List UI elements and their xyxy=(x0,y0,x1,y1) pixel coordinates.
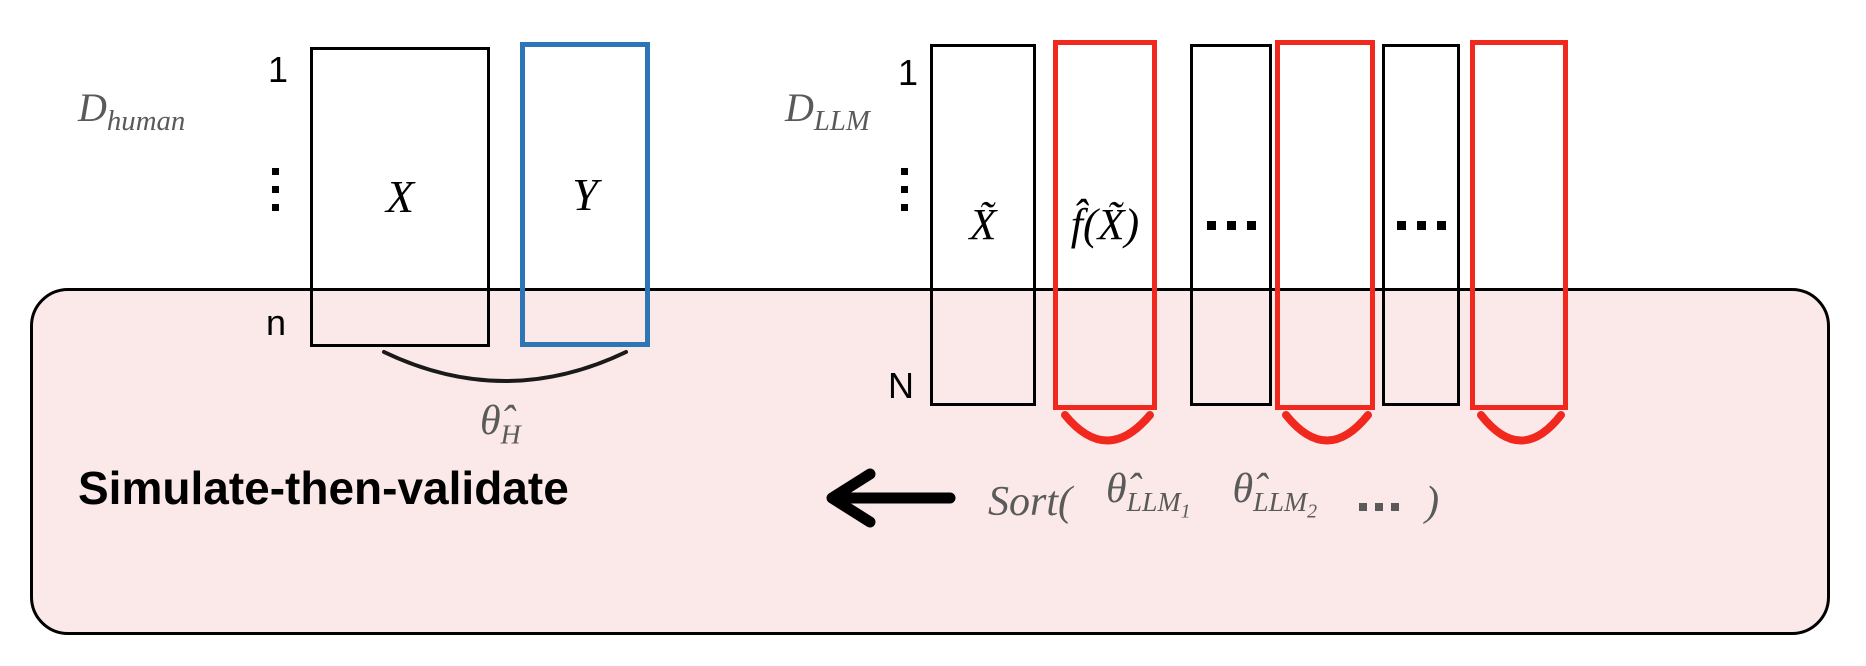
llm-estimate-2-brace-icon xyxy=(1282,411,1372,445)
llm-column-ellipsis-1-icon xyxy=(1206,220,1256,230)
llm-column-ellipsis-2-icon xyxy=(1396,220,1446,230)
llm-estimate-2-label: θ̂LLM2 xyxy=(1233,468,1318,523)
human-column-y[interactable]: Y xyxy=(520,42,650,347)
llm-dataset-label: DLLM xyxy=(785,88,870,136)
human-dataset-name-sub: human xyxy=(106,105,186,137)
llm-estimate-2-theta: θ̂ xyxy=(1232,466,1254,512)
llm-estimate-2-sub: LLM2 xyxy=(1253,486,1317,522)
human-estimate-subscript: H xyxy=(500,418,521,450)
human-estimate-label: θ̂H xyxy=(480,400,521,448)
llm-column-ellipsis-1[interactable] xyxy=(1190,44,1272,406)
sort-expression: Sort( θ̂LLM1 θ̂LLM2 ) xyxy=(988,468,1439,523)
human-row-last-label: n xyxy=(266,302,287,343)
human-column-y-symbol: Y xyxy=(572,168,598,220)
human-dataset-name-base: D xyxy=(78,85,107,130)
sort-expression-ellipsis-icon xyxy=(1359,502,1400,523)
llm-dataset-name-sub: LLM xyxy=(813,105,870,137)
human-dataset-label: Dhuman xyxy=(78,88,185,136)
sort-function-close: ) xyxy=(1425,478,1440,525)
llm-column-x-tilde[interactable]: X̃ xyxy=(930,44,1036,406)
llm-dataset-name-base: D xyxy=(785,85,814,130)
llm-column-fhat-1-symbol: f̂(X̃) xyxy=(1070,200,1140,249)
llm-row-last-label: N xyxy=(888,365,914,406)
llm-row-first-label: 1 xyxy=(898,52,919,93)
human-column-x-symbol: X xyxy=(385,171,415,222)
panel-title: Simulate-then-validate xyxy=(78,462,569,514)
llm-estimate-2-sub-text: LLM xyxy=(1253,486,1308,518)
llm-estimate-1-index: 1 xyxy=(1180,500,1191,523)
human-estimate-brace-icon xyxy=(382,350,628,383)
llm-estimate-2-index: 2 xyxy=(1307,500,1318,523)
llm-estimate-1-label: θ̂LLM1 xyxy=(1106,468,1191,523)
llm-estimate-1-brace-icon xyxy=(1061,411,1154,445)
llm-row-middle-dots-icon xyxy=(901,168,908,222)
llm-column-fhat-2[interactable] xyxy=(1275,40,1375,410)
human-row-middle-dots-icon xyxy=(272,168,279,222)
llm-estimate-1-sub: LLM1 xyxy=(1126,486,1191,522)
leftward-arrow-icon xyxy=(826,468,956,528)
llm-column-fhat-1[interactable]: f̂(X̃) xyxy=(1053,40,1157,410)
sort-function-open: Sort( xyxy=(988,478,1072,525)
llm-estimate-k-brace-icon xyxy=(1477,411,1565,445)
llm-estimate-1-sub-text: LLM xyxy=(1126,486,1181,518)
human-row-first-label: 1 xyxy=(268,49,289,90)
llm-column-ellipsis-2[interactable] xyxy=(1382,44,1460,406)
human-column-x[interactable]: X xyxy=(310,47,490,347)
llm-estimate-1-theta: θ̂ xyxy=(1106,466,1127,512)
human-estimate-theta: θ̂ xyxy=(480,398,501,444)
llm-column-fhat-k[interactable] xyxy=(1470,40,1568,410)
llm-column-x-tilde-symbol: X̃ xyxy=(969,200,997,249)
